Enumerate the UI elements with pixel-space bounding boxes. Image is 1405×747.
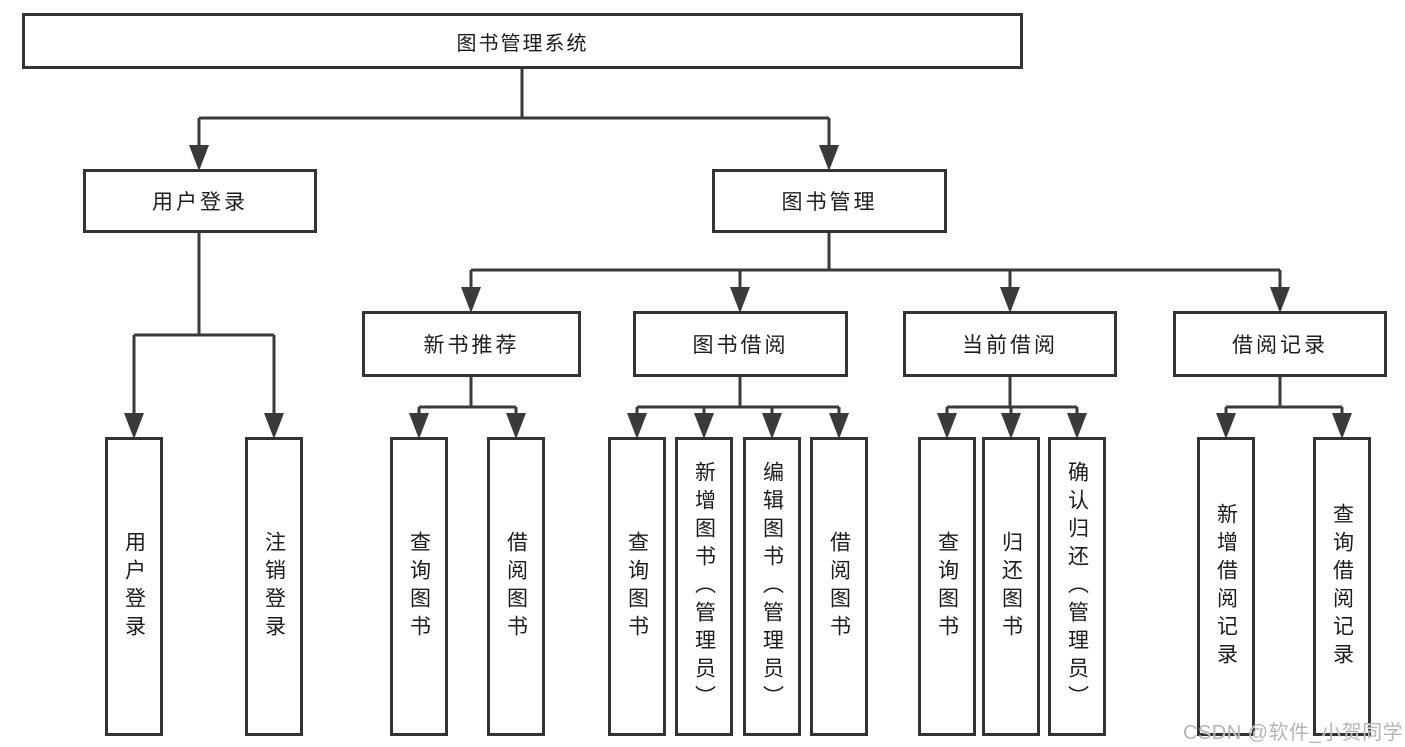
leaf-user-login: 用户登录 <box>105 437 163 736</box>
leaf-borrow-books-recommend: 借阅图书 <box>487 437 545 736</box>
leaf-borrow-books-borrowing: 借阅图书 <box>810 437 868 736</box>
leaf-query-borrow-record: 查询借阅记录 <box>1313 437 1371 736</box>
csdn-watermark: CSDN @软件_小贺同学 <box>1183 722 1404 744</box>
node-borrowing-records: 借阅记录 <box>1173 311 1387 377</box>
leaf-add-borrow-record: 新增借阅记录 <box>1197 437 1255 736</box>
leaf-query-books-borrowing: 查询图书 <box>608 437 666 736</box>
node-current-borrowing: 当前借阅 <box>903 311 1117 377</box>
leaf-query-books-current: 查询图书 <box>918 437 976 736</box>
leaf-logout: 注销登录 <box>245 437 303 736</box>
leaf-confirm-return-admin: 确认归还（管理员） <box>1048 437 1106 736</box>
node-book-borrowing: 图书借阅 <box>633 311 848 377</box>
node-user-login: 用户登录 <box>83 169 317 233</box>
leaf-add-books-admin: 新增图书（管理员） <box>675 437 733 736</box>
node-book-management: 图书管理 <box>712 169 947 233</box>
node-library-management-system: 图书管理系统 <box>22 13 1023 69</box>
leaf-edit-books-admin: 编辑图书（管理员） <box>743 437 801 736</box>
leaf-query-books-recommend: 查询图书 <box>390 437 448 736</box>
node-new-book-recommendation: 新书推荐 <box>362 311 581 377</box>
leaf-return-books: 归还图书 <box>982 437 1040 736</box>
